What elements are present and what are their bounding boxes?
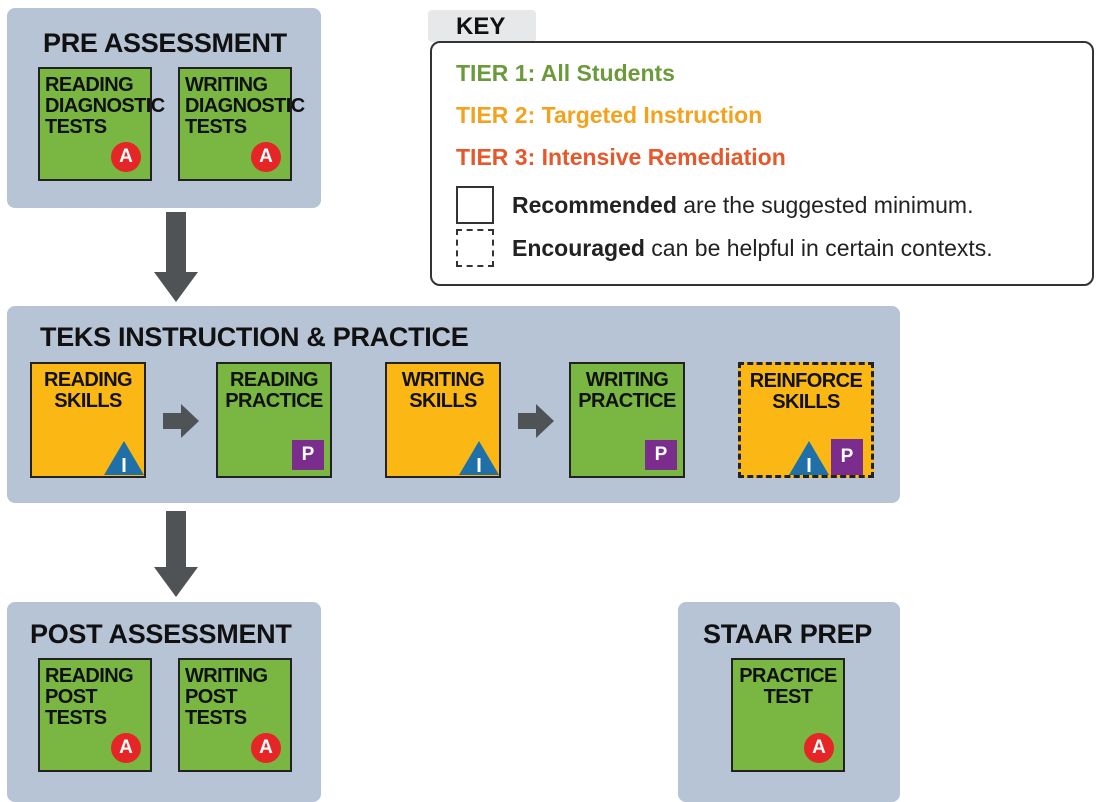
reading-skills-box: READING SKILLS I — [30, 362, 146, 478]
writing-practice-box: WRITING PRACTICE P — [569, 362, 685, 478]
instruction-badge-icon: I — [789, 441, 829, 475]
instruction-badge-icon: I — [104, 441, 144, 475]
arrow-right-icon — [163, 404, 199, 438]
assessment-badge-icon: A — [804, 733, 834, 763]
encouraged-desc: can be helpful in certain contexts. — [644, 234, 993, 261]
arrow-down-icon — [154, 212, 198, 302]
svg-text:I: I — [121, 455, 127, 475]
dashed-border-swatch — [456, 229, 494, 267]
recommended-desc: are the suggested minimum. — [676, 191, 974, 218]
practice-test-box: PRACTICE TEST A — [731, 658, 845, 772]
key-title-tab: KEY — [428, 10, 536, 42]
writing-skills-box: WRITING SKILLS I — [385, 362, 501, 478]
assessment-badge-icon: A — [251, 733, 281, 763]
assessment-badge-icon: A — [111, 142, 141, 172]
reinforce-skills-box: REINFORCE SKILLS I P — [738, 362, 874, 478]
box-label: READING DIAGNOSTIC TESTS — [45, 74, 165, 138]
svg-text:I: I — [476, 455, 482, 475]
box-label: WRITING SKILLS — [401, 369, 485, 412]
box-label: PRACTICE TEST — [739, 665, 837, 708]
box-label: WRITING PRACTICE — [578, 369, 676, 412]
assessment-badge-icon: A — [251, 142, 281, 172]
post-assessment-title: POST ASSESSMENT — [30, 619, 292, 649]
box-label: READING PRACTICE — [225, 369, 323, 412]
box-label: READING SKILLS — [43, 369, 133, 412]
staar-prep-title: STAAR PREP — [703, 619, 873, 649]
arrow-right-icon — [518, 404, 554, 438]
practice-badge-icon: P — [292, 440, 324, 470]
key-title: KEY — [456, 13, 506, 40]
instruction-badge-icon: I — [459, 441, 499, 475]
reading-diagnostic-tests-box: READING DIAGNOSTIC TESTS A — [38, 67, 165, 181]
tier3-label: TIER 3: Intensive Remediation — [456, 144, 786, 170]
tier2-label: TIER 2: Targeted Instruction — [456, 102, 763, 128]
writing-diagnostic-tests-box: WRITING DIAGNOSTIC TESTS A — [178, 67, 305, 181]
writing-post-tests-box: WRITING POST TESTS A — [178, 658, 292, 772]
box-label: REINFORCE SKILLS — [749, 370, 863, 413]
reading-post-tests-box: READING POST TESTS A — [38, 658, 152, 772]
recommended-term: Recommended — [512, 191, 677, 218]
solid-border-swatch — [456, 186, 494, 224]
practice-badge-icon: P — [831, 439, 863, 475]
teks-instruction-title: TEKS INSTRUCTION & PRACTICE — [40, 322, 469, 352]
arrow-down-icon — [154, 511, 198, 597]
box-label: WRITING POST TESTS — [185, 665, 268, 729]
legend-encouraged: Encouraged can be helpful in certain con… — [456, 229, 993, 267]
key-legend — [430, 41, 1094, 286]
reading-practice-box: READING PRACTICE P — [216, 362, 332, 478]
pre-assessment-title: PRE ASSESSMENT — [43, 28, 287, 58]
box-label: READING POST TESTS — [45, 665, 134, 729]
box-label: WRITING DIAGNOSTIC TESTS — [185, 74, 305, 138]
assessment-badge-icon: A — [111, 733, 141, 763]
svg-text:I: I — [806, 455, 812, 475]
encouraged-term: Encouraged — [512, 234, 645, 261]
legend-recommended: Recommended are the suggested minimum. — [456, 186, 973, 224]
tier1-label: TIER 1: All Students — [456, 60, 675, 86]
practice-badge-icon: P — [645, 440, 677, 470]
